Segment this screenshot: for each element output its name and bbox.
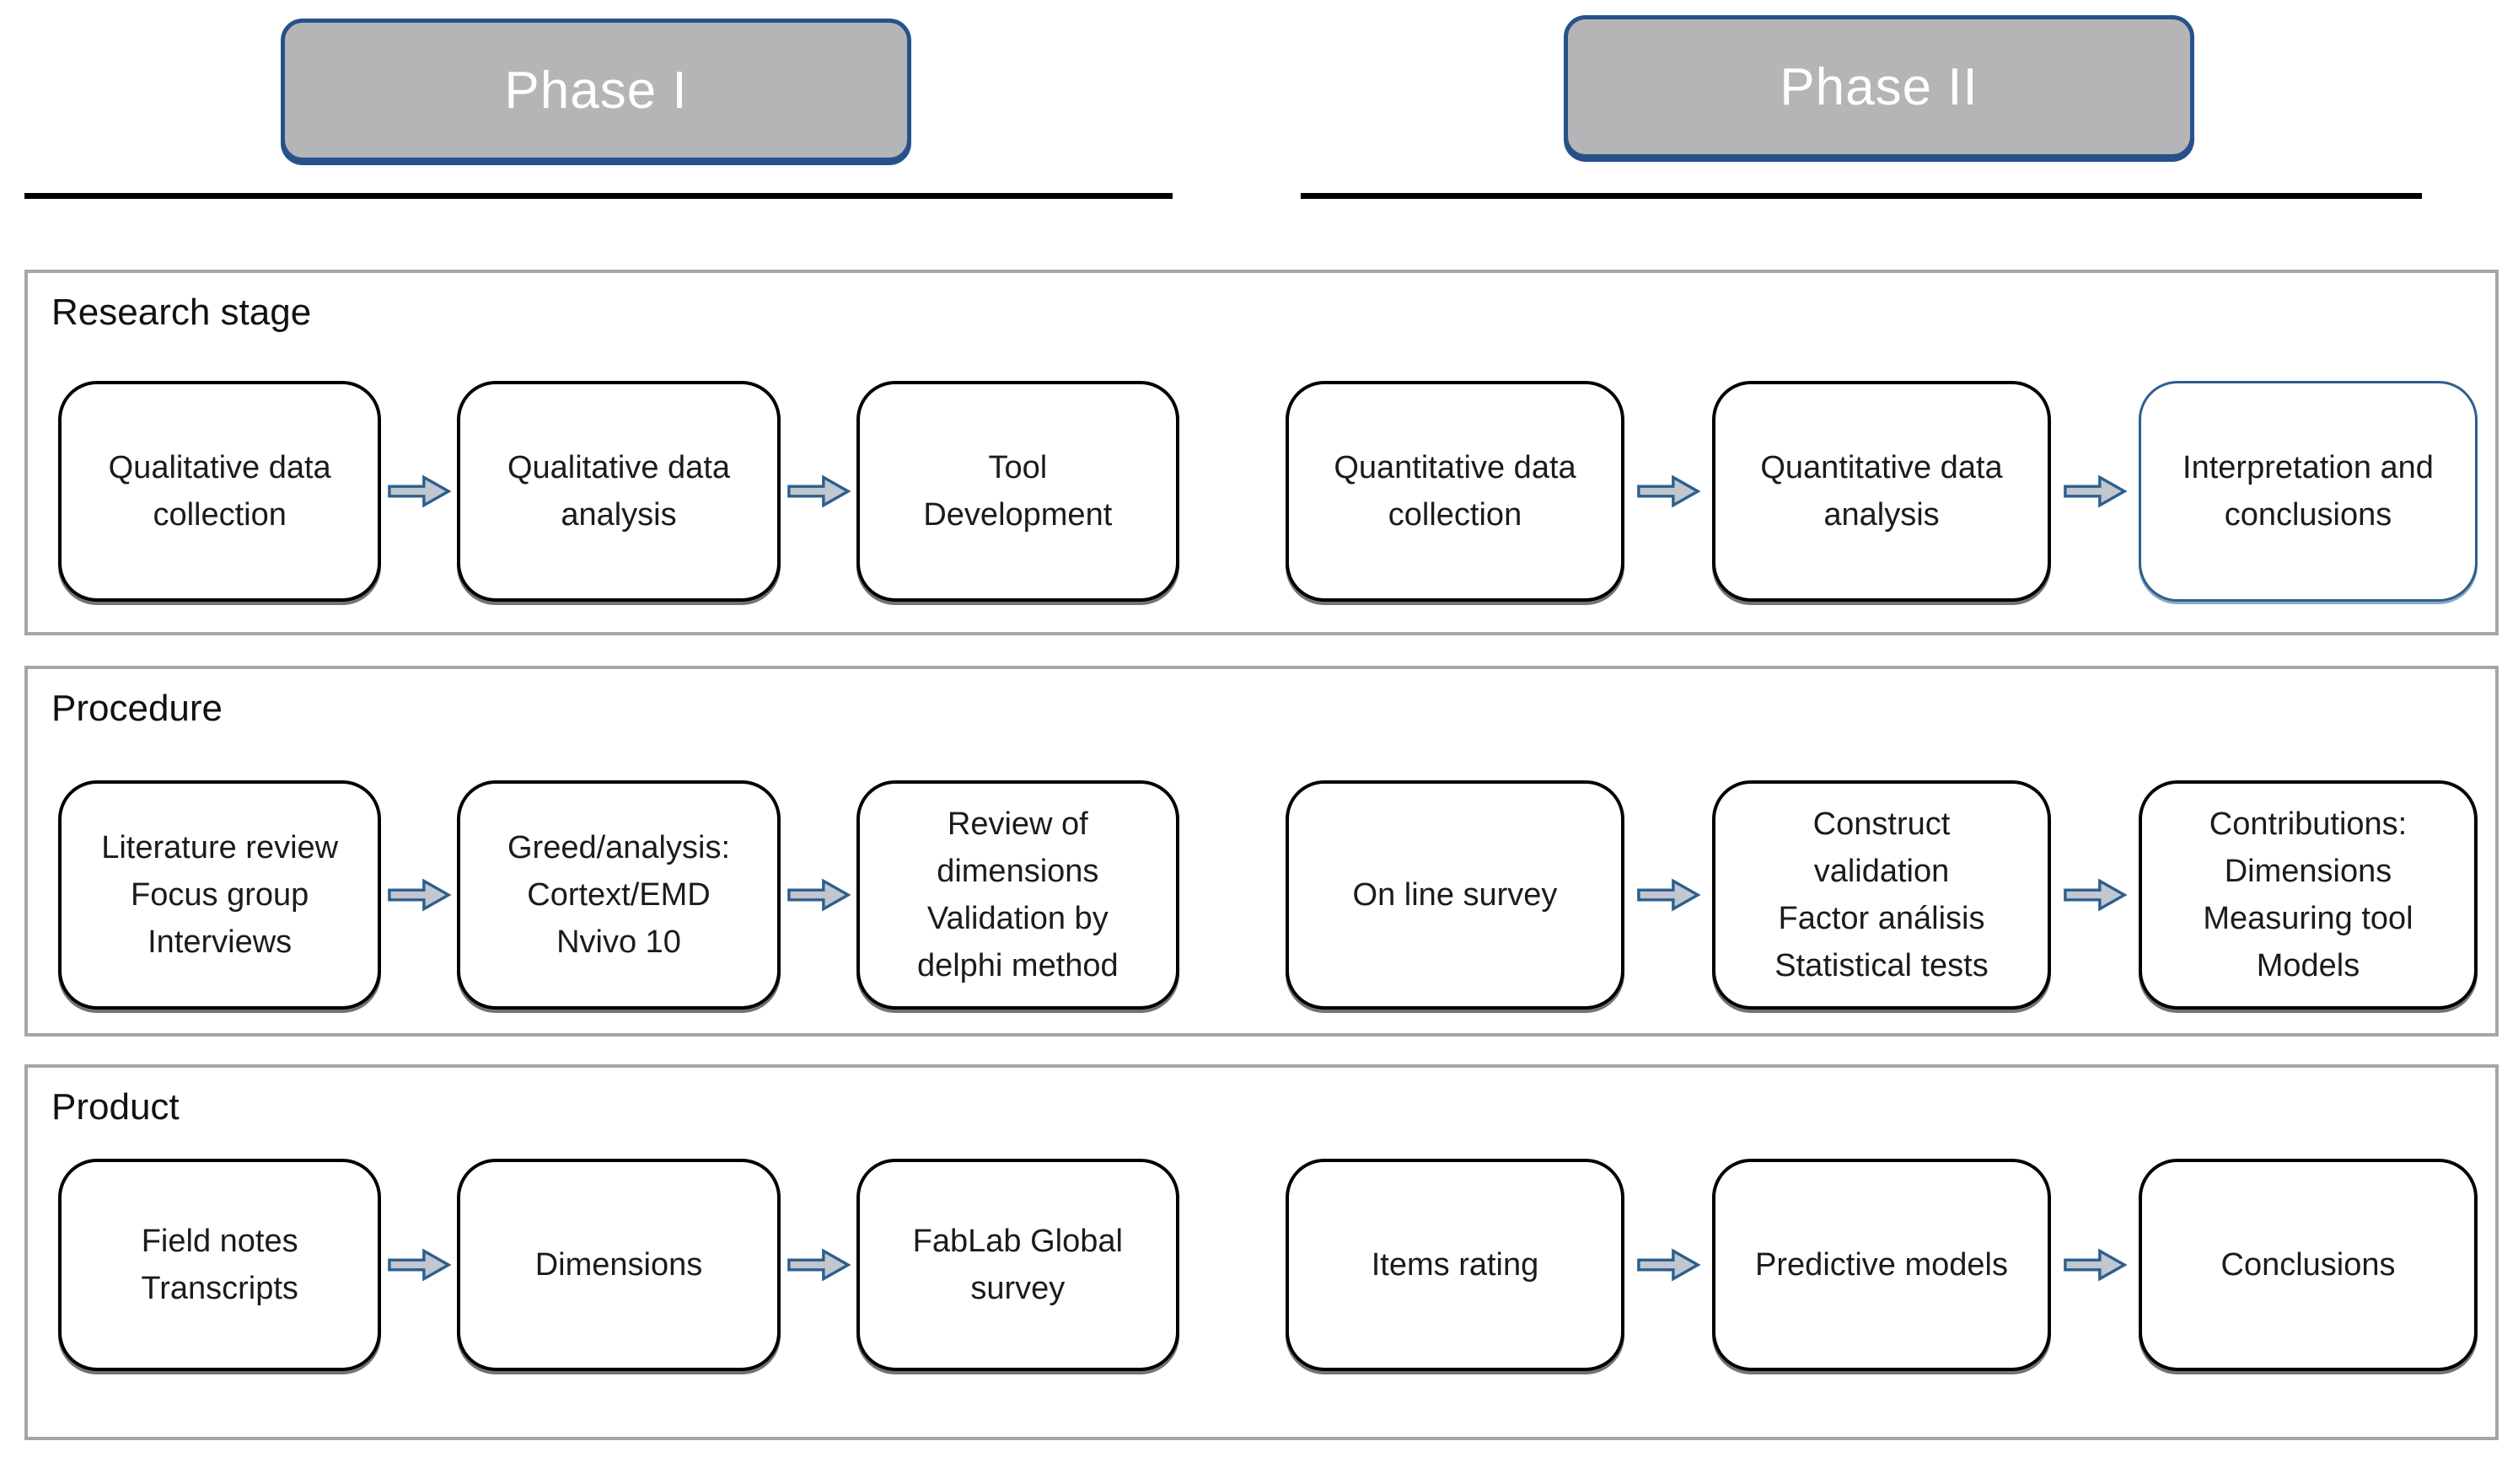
arrow-right-icon: [787, 474, 851, 508]
box-items-rating: Items rating: [1286, 1159, 1624, 1371]
box-review-of-dimensions: Review of dimensions Validation by delph…: [856, 780, 1179, 1010]
arrow-right-icon: [1637, 878, 1701, 912]
procedure-phase1-flow: Literature review Focus group Interviews…: [58, 780, 1179, 1010]
phase-2-header: Phase II: [1564, 15, 2194, 158]
arrow-right-icon: [787, 878, 851, 912]
box-interpretation-conclusions: Interpretation and conclusions: [2139, 381, 2478, 602]
arrow-right-icon: [1637, 1248, 1701, 1282]
research-stage-phase2-flow: Quantitative data collection Quantitativ…: [1286, 381, 2478, 602]
box-tool-development: Tool Development: [856, 381, 1179, 602]
box-greed-analysis: Greed/analysis: Cortext/EMD Nvivo 10: [457, 780, 781, 1010]
section-label-procedure: Procedure: [51, 688, 223, 729]
box-online-survey: On line survey: [1286, 780, 1624, 1010]
phase-1-divider-line: [24, 193, 1173, 199]
box-predictive-models: Predictive models: [1712, 1159, 2051, 1371]
box-quantitative-data-analysis: Quantitative data analysis: [1712, 381, 2051, 602]
box-literature-review: Literature review Focus group Interviews: [58, 780, 382, 1010]
box-fablab-global-survey: FabLab Global survey: [856, 1159, 1179, 1371]
arrow-right-icon: [388, 1248, 452, 1282]
arrow-right-icon: [2064, 474, 2128, 508]
arrow-right-icon: [2064, 878, 2128, 912]
section-label-product: Product: [51, 1086, 180, 1128]
box-field-notes-transcripts: Field notes Transcripts: [58, 1159, 382, 1371]
section-product: Product Field notes Transcripts Dimensio…: [24, 1064, 2499, 1440]
section-procedure: Procedure Literature review Focus group …: [24, 666, 2499, 1037]
box-qualitative-data-analysis: Qualitative data analysis: [457, 381, 781, 602]
arrow-right-icon: [787, 1248, 851, 1282]
box-qualitative-data-collection: Qualitative data collection: [58, 381, 382, 602]
research-stage-phase1-flow: Qualitative data collection Qualitative …: [58, 381, 1179, 602]
product-phase1-flow: Field notes Transcripts Dimensions FabLa…: [58, 1159, 1179, 1371]
phase-1-header: Phase I: [281, 19, 911, 162]
box-construct-validation: Construct validation Factor análisis Sta…: [1712, 780, 2051, 1010]
box-contributions: Contributions: Dimensions Measuring tool…: [2139, 780, 2478, 1010]
section-label-research-stage: Research stage: [51, 292, 312, 333]
arrow-right-icon: [2064, 1248, 2128, 1282]
arrow-right-icon: [388, 474, 452, 508]
procedure-phase2-flow: On line survey Construct validation Fact…: [1286, 780, 2478, 1010]
product-phase2-flow: Items rating Predictive models Conclusio…: [1286, 1159, 2478, 1371]
arrow-right-icon: [1637, 474, 1701, 508]
section-research-stage: Research stage Qualitative data collecti…: [24, 270, 2499, 635]
box-dimensions: Dimensions: [457, 1159, 781, 1371]
arrow-right-icon: [388, 878, 452, 912]
box-conclusions: Conclusions: [2139, 1159, 2478, 1371]
phase-2-divider-line: [1301, 193, 2422, 199]
box-quantitative-data-collection: Quantitative data collection: [1286, 381, 1624, 602]
